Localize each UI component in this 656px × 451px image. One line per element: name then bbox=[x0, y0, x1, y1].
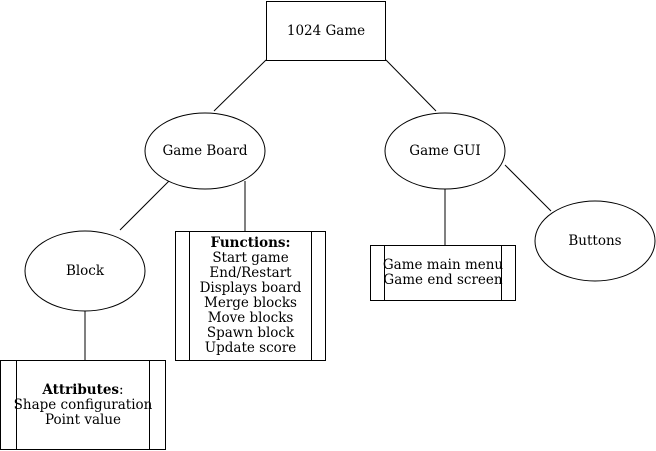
gui-screens-node-shape bbox=[370, 245, 516, 301]
functions-item: Merge blocks bbox=[204, 295, 297, 311]
functions-item: Start game bbox=[212, 250, 289, 266]
game-gui-node-label: Game GUI bbox=[385, 113, 505, 189]
functions-node-shape bbox=[175, 231, 326, 361]
functions-node-label: Functions: Start game End/Restart Displa… bbox=[190, 231, 311, 361]
attributes-node-shape bbox=[0, 360, 166, 450]
block-node-text: Block bbox=[65, 262, 105, 279]
functions-item: Move blocks bbox=[207, 310, 294, 326]
edge-root-gameboard bbox=[213, 59, 267, 112]
buttons-node-shape bbox=[534, 200, 656, 282]
attributes-item: Point value bbox=[44, 411, 122, 428]
game-gui-node-text: Game GUI bbox=[409, 142, 481, 159]
functions-item: Displays board bbox=[199, 280, 302, 296]
buttons-node-label: Buttons bbox=[535, 201, 655, 281]
game-board-node-label: Game Board bbox=[145, 113, 265, 189]
root-node-box bbox=[266, 1, 386, 61]
attributes-node-label: Attributes: Shape configuration Point va… bbox=[5, 360, 161, 450]
block-node-label: Block bbox=[25, 231, 145, 311]
functions-item: End/Restart bbox=[209, 265, 292, 281]
gui-screens-item: Game end screen bbox=[383, 272, 503, 288]
block-node-shape bbox=[24, 230, 146, 312]
root-node-label: 1024 Game bbox=[266, 1, 386, 61]
game-gui-node-shape bbox=[384, 112, 506, 190]
edge-gamegui-buttons bbox=[504, 164, 552, 212]
functions-item: Update score bbox=[204, 340, 297, 356]
gui-screens-item: Game main menu bbox=[382, 257, 504, 273]
attributes-heading: Attributes bbox=[42, 381, 120, 398]
root-node-text: 1024 Game bbox=[286, 22, 366, 39]
attributes-heading-colon: : bbox=[119, 381, 124, 398]
edge-root-gamegui bbox=[385, 59, 437, 112]
gui-screens-node-label: Game main menu Game end screen bbox=[382, 245, 504, 301]
edge-gameboard-block bbox=[119, 180, 170, 231]
attributes-item: Shape configuration bbox=[13, 396, 153, 413]
functions-item: Spawn block bbox=[206, 325, 295, 341]
game-board-node-shape bbox=[144, 112, 266, 190]
attributes-heading-line: Attributes: bbox=[42, 381, 124, 398]
functions-heading: Functions: bbox=[210, 235, 291, 251]
game-board-node-text: Game Board bbox=[162, 142, 248, 159]
buttons-node-text: Buttons bbox=[568, 232, 622, 249]
